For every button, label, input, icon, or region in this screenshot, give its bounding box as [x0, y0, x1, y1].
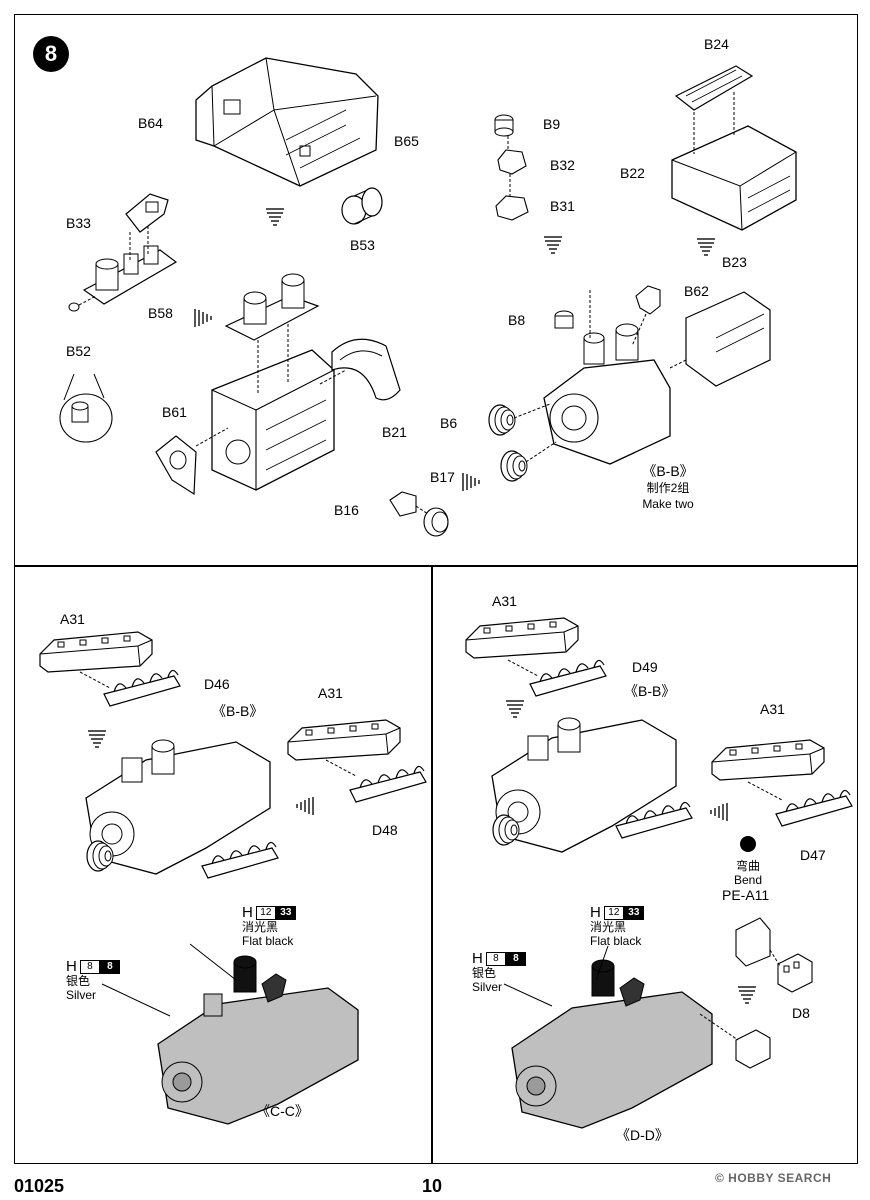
paint-code: 8: [79, 959, 100, 974]
part-b52: [59, 295, 113, 443]
label-b6: B6: [440, 415, 458, 431]
label-b31: B31: [550, 198, 575, 214]
bend-en: Bend: [733, 873, 763, 887]
paint-letter: H: [472, 950, 483, 967]
label-dd-bb-ref: 《B-B》: [624, 683, 676, 699]
part-b32: [497, 149, 527, 175]
label-d46: D46: [204, 676, 230, 692]
label-b52: B52: [66, 343, 91, 359]
part-b58: [82, 245, 178, 305]
cc-painted-engine: [157, 955, 359, 1125]
part-b16: [389, 491, 417, 517]
label-b64: B64: [138, 115, 163, 131]
label-b22: B22: [620, 165, 645, 181]
cc-silver-en: Silver: [66, 988, 97, 1002]
part-b17: [423, 507, 449, 537]
dd-painted-engine: [511, 959, 713, 1129]
part-b62: [635, 285, 661, 315]
label-b61: B61: [162, 404, 187, 420]
part-b21: [331, 338, 401, 401]
label-b9: B9: [543, 116, 561, 132]
paint-letter: H: [66, 958, 77, 975]
label-cc-bb-ref: 《B-B》: [212, 703, 264, 719]
dd-silver-en: Silver: [472, 980, 503, 994]
paint-code: 12: [255, 905, 276, 920]
paint-code: 12: [603, 905, 624, 920]
dd-flat-black-en: Flat black: [590, 934, 642, 948]
label-b8: B8: [508, 312, 526, 328]
kit-number: 01025: [14, 1176, 65, 1196]
cc-subassembly-title: 《C-C》: [256, 1103, 309, 1119]
dd-paint-silver: H 8 8: [472, 950, 526, 967]
cc-paint-silver: H 8 8: [66, 958, 120, 975]
part-pe-a11: [735, 917, 771, 967]
label-d47: D47: [800, 847, 826, 863]
label-dd-a31-top: A31: [492, 593, 517, 609]
label-b32: B32: [550, 157, 575, 173]
cc-paint-flat-black: H 12 33: [242, 904, 296, 921]
bend-cn: 弯曲: [735, 859, 760, 873]
dd-d8-installed: [735, 1029, 771, 1069]
paint-mr-code: 33: [623, 905, 644, 920]
paint-letter: H: [590, 904, 601, 921]
dd-paint-flat-black: H 12 33: [590, 904, 644, 921]
dd-bb-engine: [491, 717, 677, 853]
part-engine-block-center: [211, 349, 335, 491]
dd-flat-black-cn: 消光黑: [590, 920, 627, 934]
cc-flat-black-en: Flat black: [242, 934, 294, 948]
make-two-en: Make two: [642, 497, 694, 511]
paint-mr-code: 33: [275, 905, 296, 920]
bb-subassembly-title: 《B-B》: [642, 463, 694, 479]
paint-mr-code: 8: [99, 959, 120, 974]
dd-subassembly-title: 《D-D》: [616, 1127, 669, 1143]
part-d8: [777, 953, 813, 993]
label-b62: B62: [684, 283, 709, 299]
paint-mr-code: 8: [505, 951, 526, 966]
label-b65: B65: [394, 133, 419, 149]
label-d49: D49: [632, 659, 658, 675]
label-pe-a11: PE-A11: [722, 887, 770, 903]
dd-silver-cn: 银色: [472, 966, 497, 980]
part-b8: [554, 310, 574, 329]
part-b22-b23: [671, 125, 797, 231]
label-b24: B24: [704, 36, 729, 52]
label-dd-a31-side: A31: [760, 701, 785, 717]
make-two-cn: 制作2组: [646, 481, 690, 495]
label-b17: B17: [430, 469, 455, 485]
part-b61: [155, 435, 197, 496]
step-8-panel: [14, 14, 858, 566]
cc-flat-black-cn: 消光黑: [242, 920, 279, 934]
label-b58: B58: [148, 305, 173, 321]
part-b-side-block: [685, 291, 771, 387]
cc-bb-engine: [85, 739, 271, 875]
paint-letter: H: [242, 904, 253, 921]
part-bb-engine: [543, 323, 671, 465]
label-d48: D48: [372, 822, 398, 838]
part-b53: [341, 187, 383, 225]
page-number: 10: [422, 1176, 443, 1196]
part-b64-b65: [195, 57, 379, 187]
label-b21: B21: [382, 424, 407, 440]
bend-icon: [740, 836, 756, 852]
watermark: © HOBBY SEARCH: [715, 1171, 832, 1185]
part-b31: [495, 195, 529, 221]
part-b33: [125, 193, 169, 233]
label-b16: B16: [334, 502, 359, 518]
paint-code: 8: [485, 951, 506, 966]
step-number-badge: 8: [33, 36, 69, 72]
label-d8: D8: [792, 1005, 810, 1021]
label-cc-a31-top: A31: [60, 611, 85, 627]
label-b23: B23: [722, 254, 747, 270]
label-b33: B33: [66, 215, 91, 231]
label-cc-a31-side: A31: [318, 685, 343, 701]
dd-panel: [432, 566, 858, 1164]
label-b53: B53: [350, 237, 375, 253]
part-b24: [674, 65, 754, 111]
cc-silver-cn: 银色: [66, 974, 91, 988]
part-b9: [494, 114, 514, 137]
part-top-bracket: [224, 273, 320, 341]
